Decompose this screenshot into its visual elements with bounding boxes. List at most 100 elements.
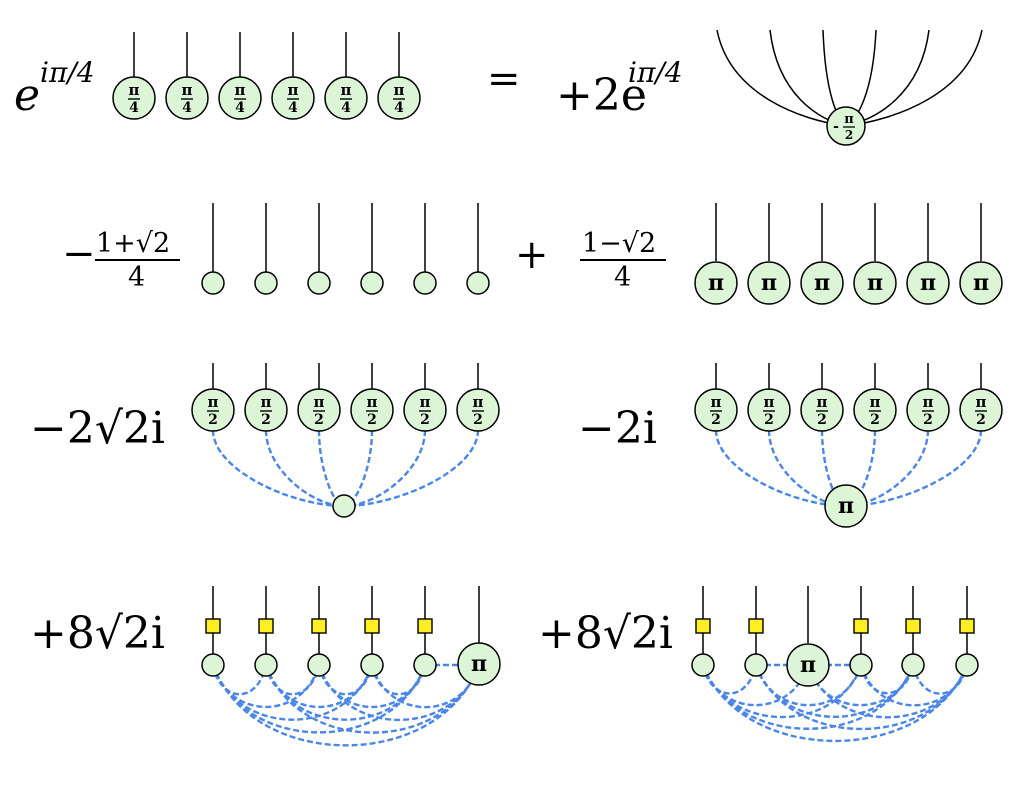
row2-fraction2-numerator: 1−√2 — [582, 228, 656, 259]
hadamard-edge — [211, 664, 374, 721]
z-spider-pi-over-2 — [191, 388, 235, 432]
hadamard-edge — [264, 429, 345, 508]
spider-phase-numerator: π — [420, 393, 431, 411]
row2-fraction1-numerator: 1+√2 — [96, 228, 170, 259]
hadamard-box — [905, 618, 921, 634]
z-spider-pi — [457, 642, 501, 686]
spider-phase-denominator: 4 — [288, 100, 298, 116]
hadamard-edge — [820, 429, 847, 508]
spider-phase-numerator: π — [367, 393, 378, 411]
hadamard-box — [748, 618, 764, 634]
z-spider-pi — [747, 261, 791, 305]
z-spider-pi — [800, 261, 844, 305]
z-spider-pi-over-4 — [324, 76, 368, 120]
lhs-exp-base: e — [14, 70, 40, 121]
row2-minus: − — [62, 231, 96, 277]
hadamard-edge — [859, 664, 969, 707]
hadamard-edge — [343, 429, 374, 508]
row3-coefficient-b: −2i — [578, 403, 657, 454]
spider-phase-numerator: π — [129, 81, 140, 99]
spider-phase-label: π — [920, 270, 936, 296]
z-spider-pi-over-2 — [244, 388, 288, 432]
z-spider-phase-free — [466, 271, 490, 295]
spider-phase-denominator: 2 — [314, 412, 324, 428]
spider-phase-numerator: π — [288, 81, 299, 99]
hadamard-box — [364, 618, 380, 634]
hadamard-box — [417, 618, 433, 634]
spider-phase-denominator: 4 — [129, 100, 139, 116]
spider-phase-numerator: π — [394, 81, 405, 99]
z-spider-phase-free — [849, 653, 873, 677]
hadamard-edge — [343, 429, 480, 508]
z-spider-pi-over-2 — [853, 388, 897, 432]
row2-fraction2-denominator: 4 — [614, 262, 631, 293]
row4-coefficient-b: +8√2i — [538, 608, 673, 659]
z-spider-pi-over-2 — [959, 388, 1003, 432]
hadamard-box — [205, 618, 221, 634]
spider-phase-numerator: π — [341, 81, 352, 99]
spider-phase-sign: - — [833, 119, 839, 135]
spider-phase-numerator: π — [235, 81, 246, 99]
spider-phase-label: π — [471, 651, 487, 677]
z-spider-pi-over-2 — [403, 388, 447, 432]
lhs-exponent: iπ/4 — [40, 56, 95, 89]
spider-phase-denominator: 4 — [235, 100, 245, 116]
hadamard-edge — [317, 429, 345, 508]
row2-fraction1-denominator: 4 — [128, 262, 145, 293]
spider-phase-label: π — [761, 270, 777, 296]
z-spider-phase-free — [307, 653, 331, 677]
hadamard-box — [853, 618, 869, 634]
hadamard-edge — [317, 664, 481, 721]
spider-phase-numerator: π — [817, 393, 828, 411]
z-spider-pi-over-4 — [112, 76, 156, 120]
spider-phase-numerator: π — [208, 393, 219, 411]
spider-phase-numerator: π — [314, 393, 325, 411]
spider-phase-denominator: 2 — [764, 412, 774, 428]
hadamard-edge — [806, 664, 969, 719]
z-spider-pi-over-2 — [297, 388, 341, 432]
spider-phase-numerator: π — [261, 393, 272, 411]
z-spider-pi-over-2 — [747, 388, 791, 432]
z-spider-pi-over-2 — [456, 388, 500, 432]
z-spider-pi-over-4 — [377, 76, 421, 120]
z-spider-neg-pi-over-2 — [826, 106, 866, 146]
spider-phase-denominator: 2 — [367, 412, 377, 428]
hadamard-edge — [264, 664, 427, 721]
row4-coefficient-a: +8√2i — [30, 608, 165, 659]
z-spider-pi — [959, 261, 1003, 305]
z-spider-phase-free — [955, 653, 979, 677]
z-spider-pi-over-4 — [271, 76, 315, 120]
spider-phase-denominator: 4 — [182, 100, 192, 116]
z-spider-pi-over-4 — [218, 76, 262, 120]
z-spider-phase-free — [360, 653, 384, 677]
z-spider-pi — [906, 261, 950, 305]
hadamard-edge — [754, 664, 915, 719]
hadamard-edge — [701, 664, 863, 719]
hadamard-edge — [767, 429, 847, 508]
spider-phase-denominator: 2 — [817, 412, 827, 428]
z-spider-pi — [853, 261, 897, 305]
z-spider-phase-free — [360, 271, 384, 295]
z-spider-phase-free — [691, 653, 715, 677]
hadamard-edge — [211, 429, 345, 508]
spider-phase-denominator: 2 — [208, 412, 218, 428]
z-spider-pi — [694, 261, 738, 305]
hadamard-box — [959, 618, 975, 634]
z-spider-phase-free — [413, 271, 437, 295]
spider-phase-denominator: 4 — [394, 100, 404, 116]
spider-phase-label: π — [838, 493, 854, 519]
spider-phase-denominator: 2 — [261, 412, 271, 428]
z-spider-phase-free — [901, 653, 925, 677]
row3-coefficient-a: −2√2i — [30, 403, 165, 454]
spider-phase-numerator: π — [473, 393, 484, 411]
spider-phase-numerator: π — [711, 393, 722, 411]
z-spider-phase-free — [744, 653, 768, 677]
z-spider-phase-free — [413, 653, 437, 677]
spider-phase-denominator: 2 — [711, 412, 721, 428]
spider-phase-denominator: 2 — [420, 412, 430, 428]
z-spider-pi-hub — [824, 484, 868, 528]
spider-phase-numerator: π — [182, 81, 193, 99]
z-spider-phase-free — [307, 271, 331, 295]
z-spider-pi-over-2 — [906, 388, 950, 432]
